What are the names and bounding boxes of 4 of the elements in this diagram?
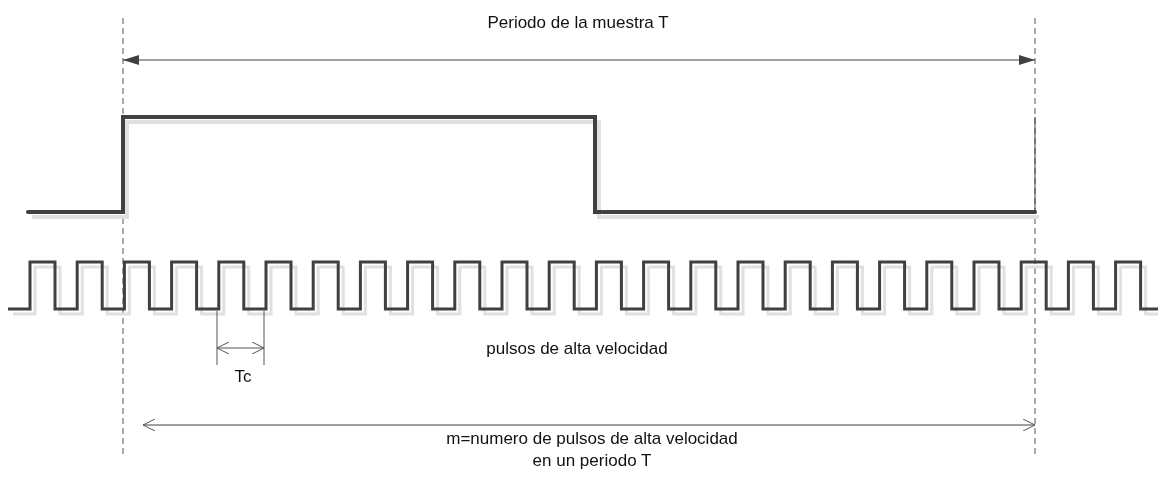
dimension-label: m=numero de pulsos de alta velocidad en un periodo T: [445, 428, 739, 472]
dimension-label: Tc: [233, 366, 253, 388]
signal-label: pulsos de alta velocidad: [485, 338, 669, 360]
dimension-label: Periodo de la muestra T: [486, 12, 670, 34]
